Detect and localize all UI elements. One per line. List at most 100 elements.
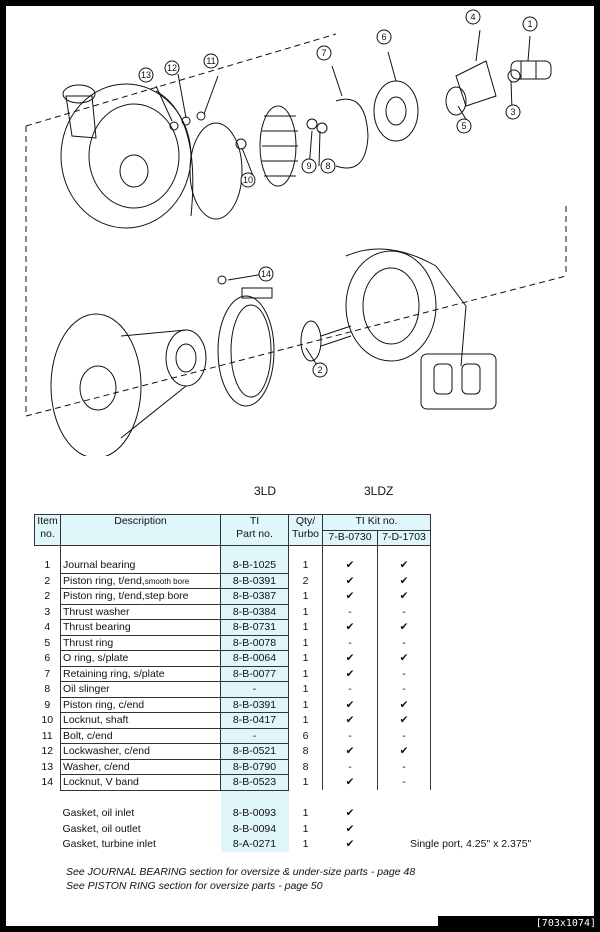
c-end-gasket-ring xyxy=(189,122,243,220)
description-text: Piston ring, t/end,step bore xyxy=(63,590,189,603)
cell-part-no: 8-B-0523 xyxy=(220,774,289,791)
thrust-bearing xyxy=(455,60,497,107)
header-part-line1: TI xyxy=(249,515,260,527)
cell-part-no: 8-B-0094 xyxy=(220,821,289,837)
retaining-ring xyxy=(335,98,369,169)
header-item-line2: no. xyxy=(40,528,55,540)
description-text: Piston ring, c/end xyxy=(63,698,145,711)
cell-kit-2: - xyxy=(377,774,431,790)
callout-3-label: 3 xyxy=(510,107,515,117)
cell-item: 1 xyxy=(44,559,51,572)
header-qty-line1: Qty/ xyxy=(295,515,316,527)
cell-qty: 1 xyxy=(302,838,309,851)
cell-kit-1: - xyxy=(322,604,378,620)
cell-kit-1: ✔ xyxy=(322,588,378,604)
journal-bearing xyxy=(510,60,552,80)
header-kit-1: 7-B-0730 xyxy=(322,529,378,546)
cell-kit-2: ✔ xyxy=(377,743,431,759)
cell-kit-2: ✔ xyxy=(377,697,431,713)
cell-qty: 1 xyxy=(302,636,309,649)
cell-part-no: 8-B-0790 xyxy=(220,759,289,775)
description-text: Thrust ring xyxy=(63,636,114,649)
callout-11 xyxy=(203,53,219,69)
cell-kit-2: ✔ xyxy=(377,712,431,728)
cell-qty: 1 xyxy=(302,652,309,665)
cell-part-no: - xyxy=(220,728,289,744)
cell-description: O ring, s/plate xyxy=(60,650,221,667)
cell-kit-1: ✔ xyxy=(322,774,378,790)
callout-1 xyxy=(522,16,538,32)
cell-qty: 1 xyxy=(302,590,309,603)
callout-12 xyxy=(164,60,180,76)
parts-table: Item no. Description TI Part no. Qty/ Tu… xyxy=(34,514,431,852)
table-header-row: Item no. Description TI Part no. Qty/ Tu… xyxy=(34,514,431,546)
cell-item: 2 xyxy=(44,574,51,587)
header-description: Description xyxy=(60,514,221,546)
cell-description: Bolt, c/end xyxy=(60,728,221,744)
turbine-wheel-shaft xyxy=(300,320,352,362)
header-qty: Qty/ Turbo xyxy=(288,514,323,546)
turbine-housing xyxy=(345,248,497,410)
callout-5-label: 5 xyxy=(461,121,466,131)
cell-qty: 1 xyxy=(302,822,309,835)
cell-item: 2 xyxy=(44,590,51,603)
cell-qty: 1 xyxy=(302,667,309,680)
cell-part-no: 8-B-0417 xyxy=(220,712,289,729)
cell-item: 6 xyxy=(44,652,51,665)
parts-page: 1 2 3 4 5 6 7 8 9 10 11 12 13 14 3LD 3LD… xyxy=(6,6,594,926)
cell-item: 5 xyxy=(44,636,51,649)
cell-kit-1: ✔ xyxy=(322,619,378,635)
cell-part-no: 8-B-0064 xyxy=(220,650,289,667)
cell-description: Gasket, oil inlet xyxy=(62,807,135,820)
cell-kit-2-empty xyxy=(378,821,431,837)
footnote-journal-bearing: See JOURNAL BEARING section for oversize… xyxy=(66,866,416,878)
callout-7-label: 7 xyxy=(321,48,326,58)
cell-qty: 1 xyxy=(302,621,309,634)
description-text: Washer, c/end xyxy=(63,760,130,773)
cell-description: Piston ring, t/end,step bore xyxy=(60,588,221,605)
cell-description: Thrust washer xyxy=(60,604,221,620)
table-spacer-row xyxy=(35,545,431,558)
cell-part-no: 8-B-0384 xyxy=(220,604,289,620)
callout-13-label: 13 xyxy=(141,70,151,80)
cell-part-no: 8-A-0271 xyxy=(220,836,289,852)
table-gap-row xyxy=(35,790,431,806)
cell-item: 11 xyxy=(41,729,53,742)
callout-11-label: 11 xyxy=(206,56,215,66)
cell-part-no: 8-B-0391 xyxy=(220,697,289,713)
turbine-inlet-note: Single port, 4.25" x 2.375" xyxy=(410,838,532,850)
cell-item-empty xyxy=(35,806,61,822)
cell-part-no: 8-B-0093 xyxy=(220,805,289,821)
cell-description: Thrust bearing xyxy=(60,619,221,636)
description-small-text: smooth bore xyxy=(144,576,190,586)
description-text: Lockwasher, c/end xyxy=(63,745,150,758)
cell-description: Piston ring, t/end,smooth bore xyxy=(60,573,221,589)
cell-qty: 1 xyxy=(302,559,309,572)
exploded-turbocharger-diagram: 1 2 3 4 5 6 7 8 9 10 11 12 13 14 xyxy=(25,9,567,456)
cell-part-no: 8-B-0521 xyxy=(220,743,289,760)
cell-description: Locknut, V band xyxy=(60,774,221,791)
callout-2-label: 2 xyxy=(317,365,322,375)
callout-7 xyxy=(316,45,332,61)
callout-1-label: 1 xyxy=(527,19,532,29)
cell-qty: 1 xyxy=(302,714,309,727)
cell-description: Gasket, turbine inlet xyxy=(62,838,156,851)
description-text: Journal bearing xyxy=(63,559,136,571)
cell-kit-1: ✔ xyxy=(345,838,355,851)
cell-part-no: 8-B-0731 xyxy=(220,619,289,636)
model-label-3ldz: 3LDZ xyxy=(364,484,394,498)
callout-4 xyxy=(465,9,481,25)
callout-9 xyxy=(301,158,317,174)
callout-6-label: 6 xyxy=(381,32,386,42)
cell-kit-1: - xyxy=(322,681,378,697)
cell-kit-1: ✔ xyxy=(322,666,378,682)
header-part-no: TI Part no. xyxy=(220,514,289,546)
header-qty-line2: Turbo xyxy=(291,528,320,540)
cell-part-no: 8-B-0391 xyxy=(220,573,289,589)
